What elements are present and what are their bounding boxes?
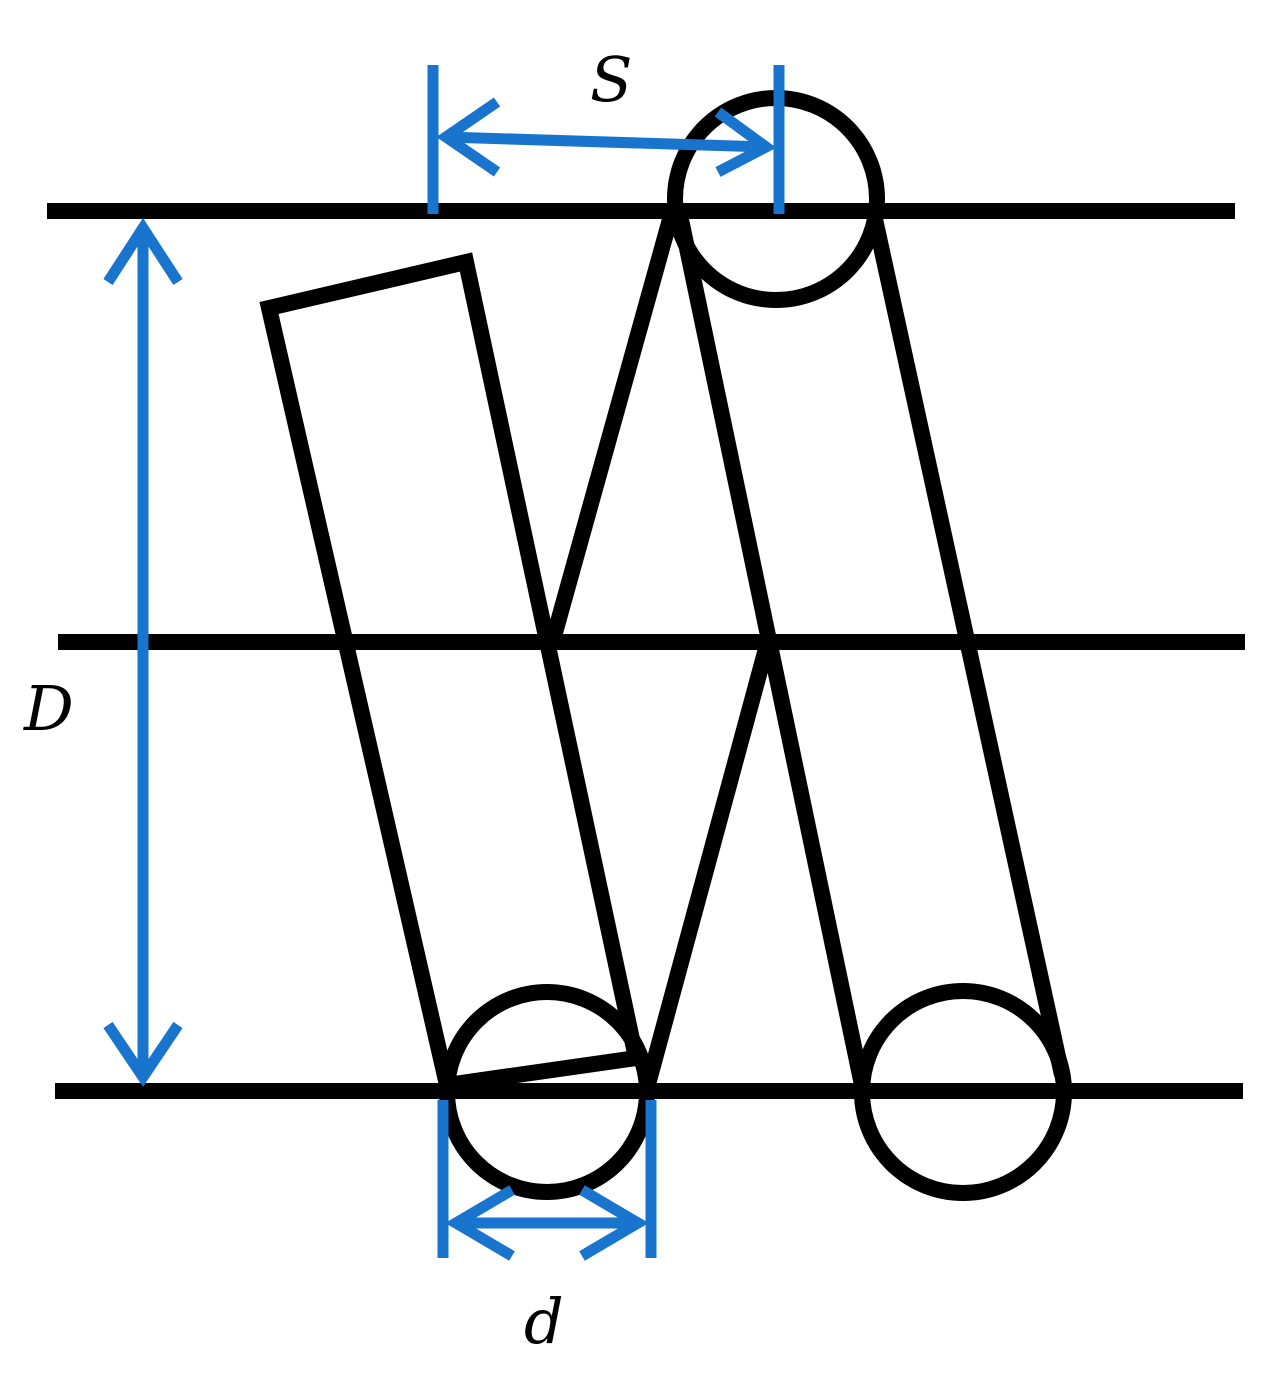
mean-diameter-arrowhead-bottom xyxy=(103,1021,183,1087)
wire-diameter-arrowhead-right xyxy=(579,1185,649,1261)
wire-diameter-arrowhead-left xyxy=(445,1185,515,1261)
wire-section-bottom-right xyxy=(854,983,1072,1201)
pitch-dimension xyxy=(427,65,785,214)
wire-diameter-dimension xyxy=(437,1100,657,1261)
mean-diameter-arrowhead-top xyxy=(103,217,183,285)
wire-diameter-label: d xyxy=(524,1285,564,1358)
reference-lines xyxy=(47,203,1245,1099)
pitch-arrow-shaft xyxy=(445,131,767,153)
mean-diameter-dimension xyxy=(103,217,183,1087)
back-coil-left-edge xyxy=(671,208,870,1087)
pitch-arrowhead-right xyxy=(714,107,777,177)
pitch-label: S xyxy=(590,43,632,116)
front-segment-lower xyxy=(639,642,775,1091)
mean-diameter-label: D xyxy=(23,672,74,745)
pitch-arrowhead-left xyxy=(436,97,501,177)
spring-end-coil xyxy=(259,252,646,1094)
spring-coils xyxy=(259,90,1072,1201)
front-segment-upper xyxy=(545,202,682,643)
wire-section-bottom-left xyxy=(439,984,655,1200)
dimensions xyxy=(103,65,785,1261)
back-coil-right-edge xyxy=(865,208,1070,1077)
